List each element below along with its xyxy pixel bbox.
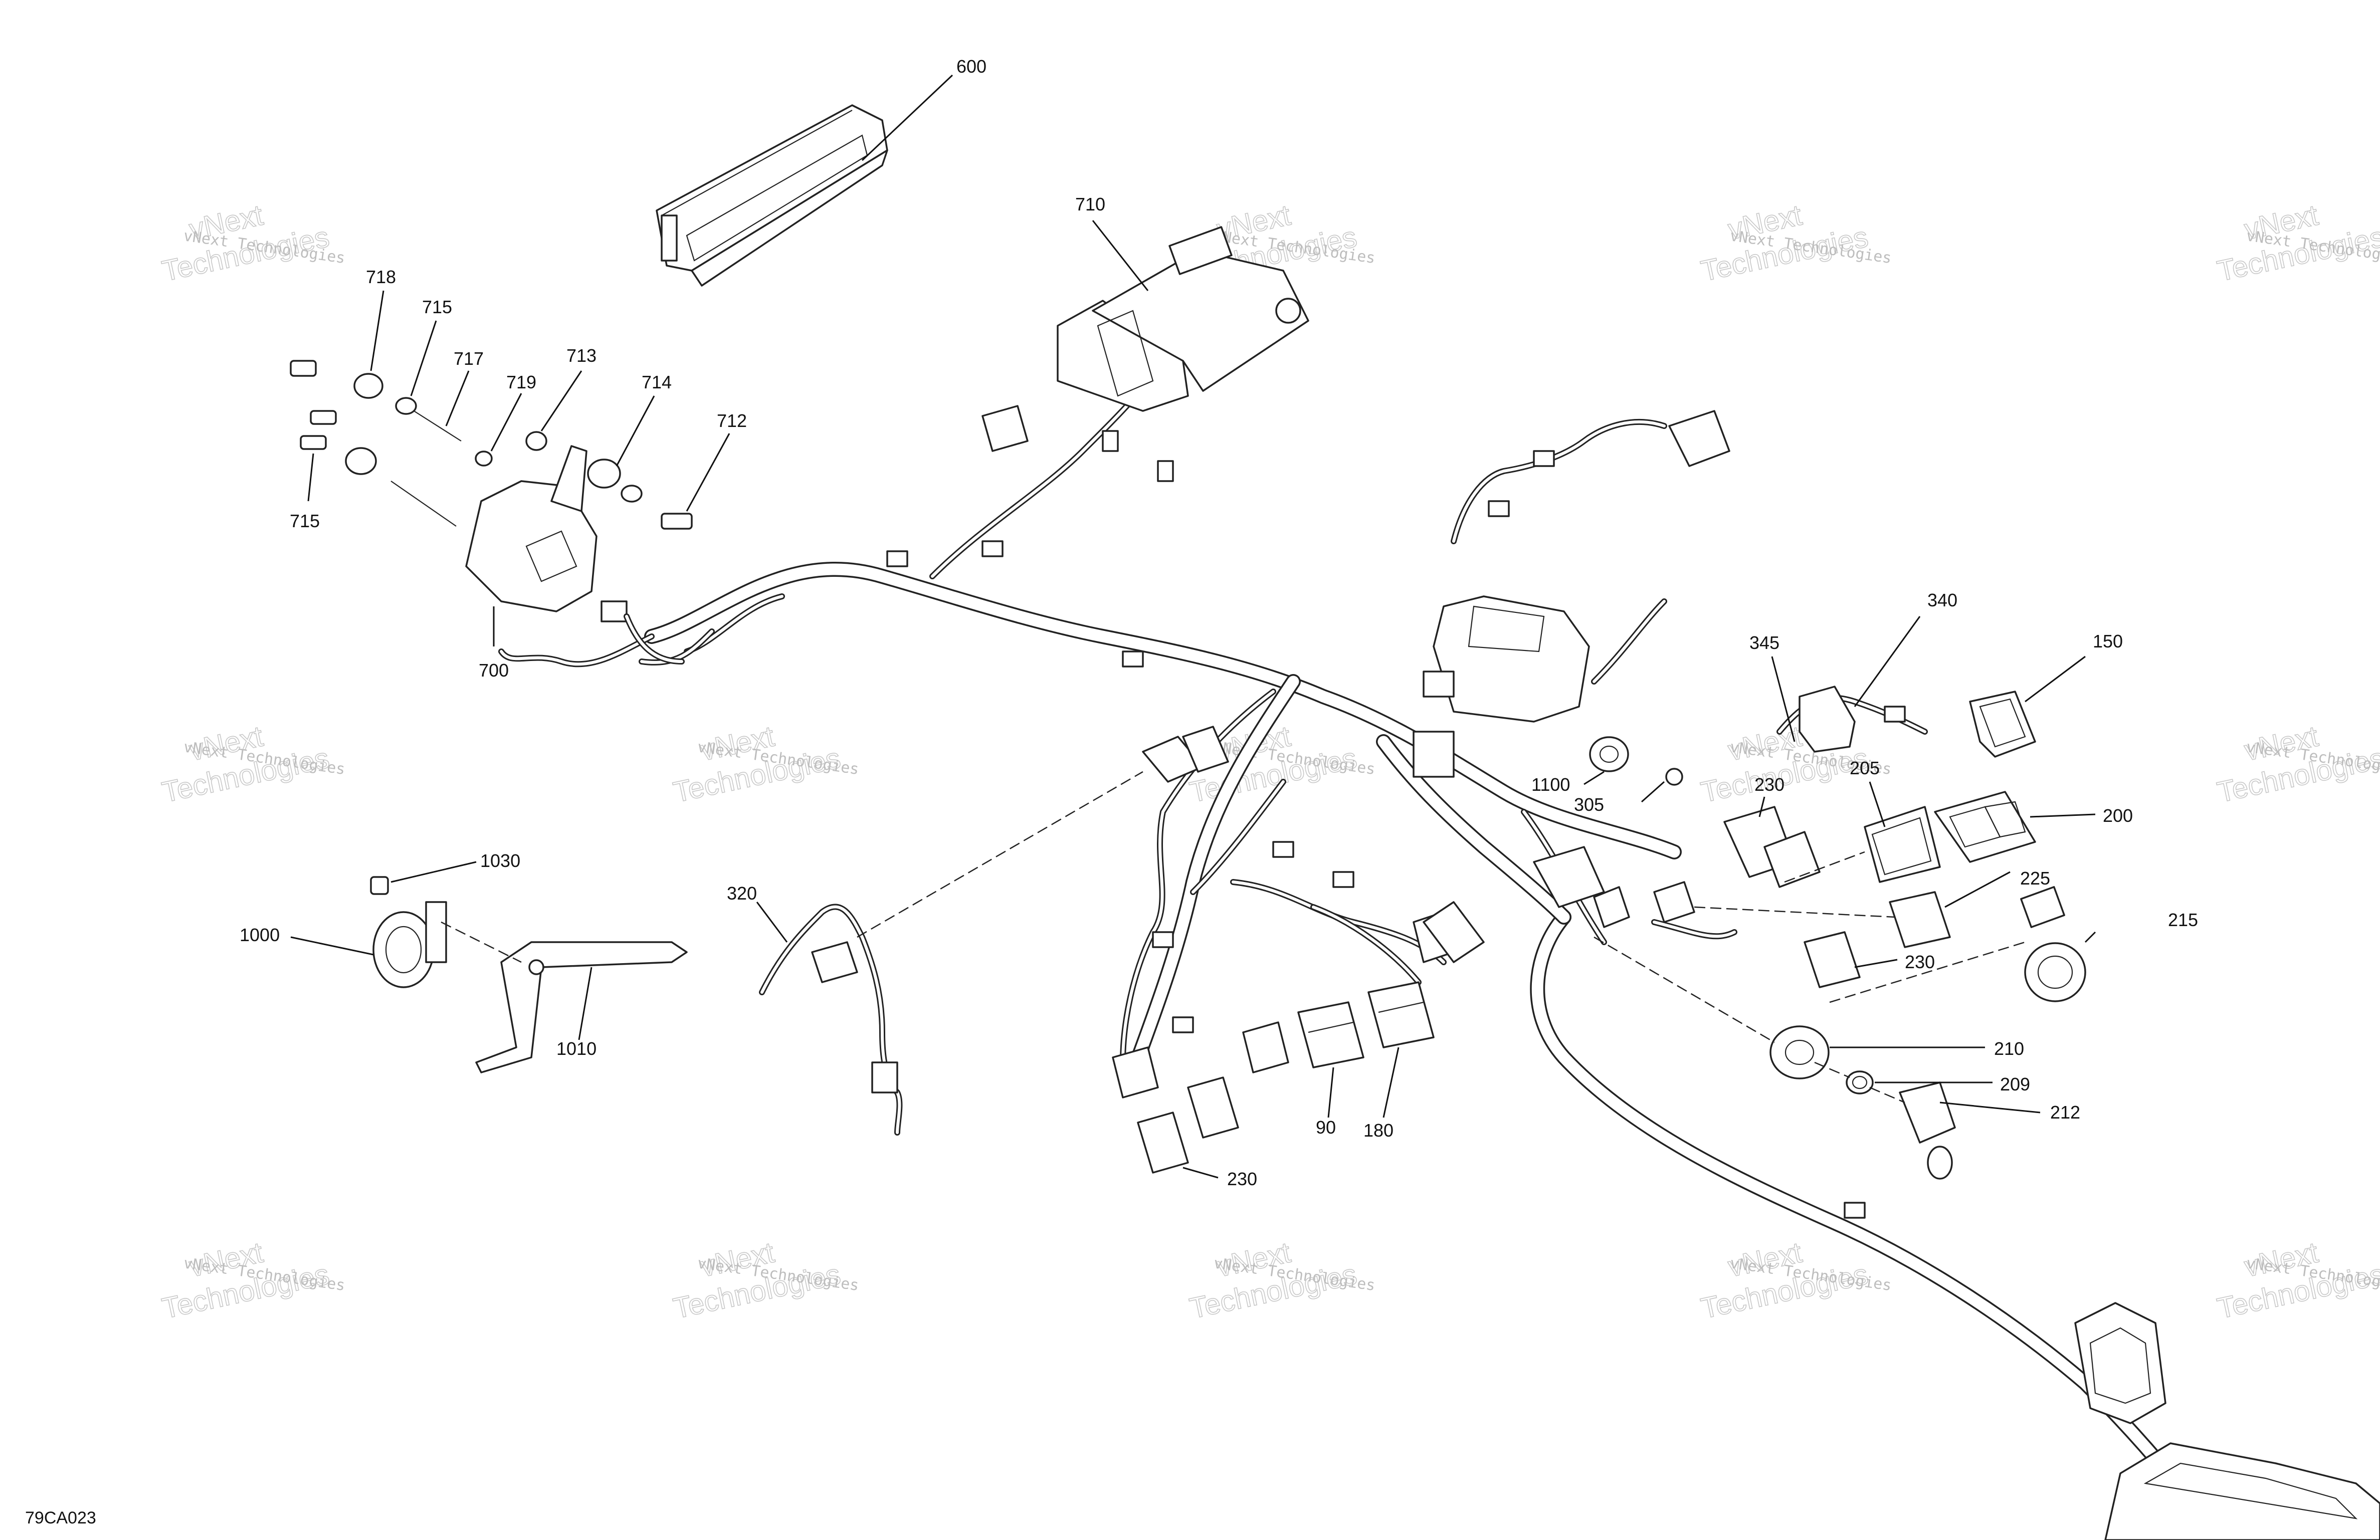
bushing-718 xyxy=(353,373,383,399)
washer-714 xyxy=(621,485,643,503)
callout-718: 718 xyxy=(366,267,396,287)
nut-209 xyxy=(1846,1070,1874,1094)
callout-600: 600 xyxy=(956,56,986,77)
washer-719 xyxy=(475,451,493,467)
callout-leaders xyxy=(290,74,2096,1179)
assembly-dash-lines xyxy=(441,771,2026,1104)
switch-pack-200 xyxy=(1934,791,2036,863)
socket-cap-215 xyxy=(2020,886,2065,928)
harness-clip xyxy=(1533,450,1555,467)
harness-clip xyxy=(981,540,1004,557)
callout-712: 712 xyxy=(717,410,747,431)
pedal-connector xyxy=(601,600,628,622)
screw-1030 xyxy=(370,876,389,895)
fuse-box-connector xyxy=(1423,671,1455,698)
callout-714: 714 xyxy=(642,372,672,392)
callout-340: 340 xyxy=(1927,590,1957,610)
bracket-hole xyxy=(528,959,544,975)
bolt-718 xyxy=(290,360,317,377)
callout-205: 205 xyxy=(1850,758,1880,778)
harness-connector xyxy=(1413,731,1455,778)
harness-clip xyxy=(1488,500,1510,517)
callout-225: 225 xyxy=(2020,868,2050,889)
switch-blank-230-low xyxy=(1137,1076,1239,1174)
ignition-switch-210 xyxy=(1769,1025,1830,1079)
grommet-1100 xyxy=(1589,736,1629,772)
pedal-assembly-700 xyxy=(290,360,693,665)
bushing xyxy=(345,447,377,475)
callout-1030: 1030 xyxy=(480,850,520,871)
callout-90: 90 xyxy=(1316,1117,1336,1138)
harness-clip xyxy=(1152,931,1174,948)
callout-1010: 1010 xyxy=(556,1038,597,1059)
harness-clip xyxy=(1272,841,1294,858)
fastener-305 xyxy=(1665,768,1683,786)
key-212 xyxy=(1899,1081,1956,1180)
ecu-connector xyxy=(1102,430,1119,452)
socket-215 xyxy=(2020,886,2086,1002)
ecu-mount-point xyxy=(1275,298,1301,324)
harness-clip xyxy=(1172,1016,1194,1033)
callout-209: 209 xyxy=(2000,1074,2030,1094)
ecu-connector xyxy=(1157,460,1174,482)
ecu-module-710 xyxy=(1057,226,1309,482)
spacer-715 xyxy=(395,397,417,415)
callout-1000: 1000 xyxy=(240,925,280,945)
connector-345-340 xyxy=(1799,686,1906,753)
diagram-code: 79CA023 xyxy=(25,1508,96,1527)
cluster-side-tab xyxy=(661,214,678,262)
ecu-bracket xyxy=(1168,226,1233,275)
harness-clip xyxy=(886,550,908,567)
callout-230-low: 230 xyxy=(1227,1169,1257,1189)
switch-225 xyxy=(1889,891,1951,948)
harness-clip xyxy=(1122,650,1144,668)
callout-305: 305 xyxy=(1574,794,1604,815)
instrument-cluster-600 xyxy=(656,104,888,287)
callout-713: 713 xyxy=(566,345,597,366)
horn-mount xyxy=(425,901,447,963)
callout-345: 345 xyxy=(1749,632,1779,653)
callout-180: 180 xyxy=(1363,1120,1394,1141)
callout-210: 210 xyxy=(1994,1038,2024,1059)
plate-205 xyxy=(1864,806,1941,883)
harness-clip xyxy=(1332,871,1354,888)
callout-labels: 600 710 718 715 717 719 713 714 712 715 … xyxy=(240,56,2198,1189)
callout-710: 710 xyxy=(1075,194,1105,214)
callout-230: 230 xyxy=(1754,774,1784,795)
bolt-715 xyxy=(300,435,327,450)
callout-215: 215 xyxy=(2168,910,2198,930)
bracket-1010 xyxy=(475,941,688,1073)
sensor-connector-320 xyxy=(871,1061,898,1093)
connectors-left-center xyxy=(981,405,1821,1098)
callout-200: 200 xyxy=(2103,805,2133,826)
harness-clip xyxy=(1844,1202,1866,1219)
callout-1100: 1100 xyxy=(1531,774,1570,795)
callout-320: 320 xyxy=(727,883,757,904)
bolt-715 xyxy=(310,410,337,425)
bushing-713 xyxy=(525,431,547,451)
switch-150 xyxy=(1969,691,2036,758)
sensor-cable-320 xyxy=(759,904,903,1136)
switch-90 xyxy=(1297,1001,1364,1068)
callout-230-mid: 230 xyxy=(1905,952,1935,972)
main-wiring-harness xyxy=(498,368,2223,1540)
wire-clip-340 xyxy=(1884,706,1906,723)
fuse-box xyxy=(1413,595,1590,778)
callout-719: 719 xyxy=(506,372,536,392)
bolt-712 xyxy=(661,513,693,530)
callout-212: 212 xyxy=(2050,1102,2080,1123)
callout-715: 715 xyxy=(422,297,452,317)
bottom-right-module xyxy=(2074,1302,2380,1540)
switch-blank-230-mid xyxy=(1804,931,1861,988)
spacer-714 xyxy=(587,459,621,489)
callout-717: 717 xyxy=(454,348,484,369)
switch-180 xyxy=(1367,981,1435,1048)
callout-715-lower: 715 xyxy=(290,511,320,531)
callout-700: 700 xyxy=(479,660,509,681)
watermark-layer: vNext Technologies vNext Technologies vN… xyxy=(159,198,2380,1326)
callout-150: 150 xyxy=(2093,631,2123,651)
horn-1000 xyxy=(372,901,447,988)
